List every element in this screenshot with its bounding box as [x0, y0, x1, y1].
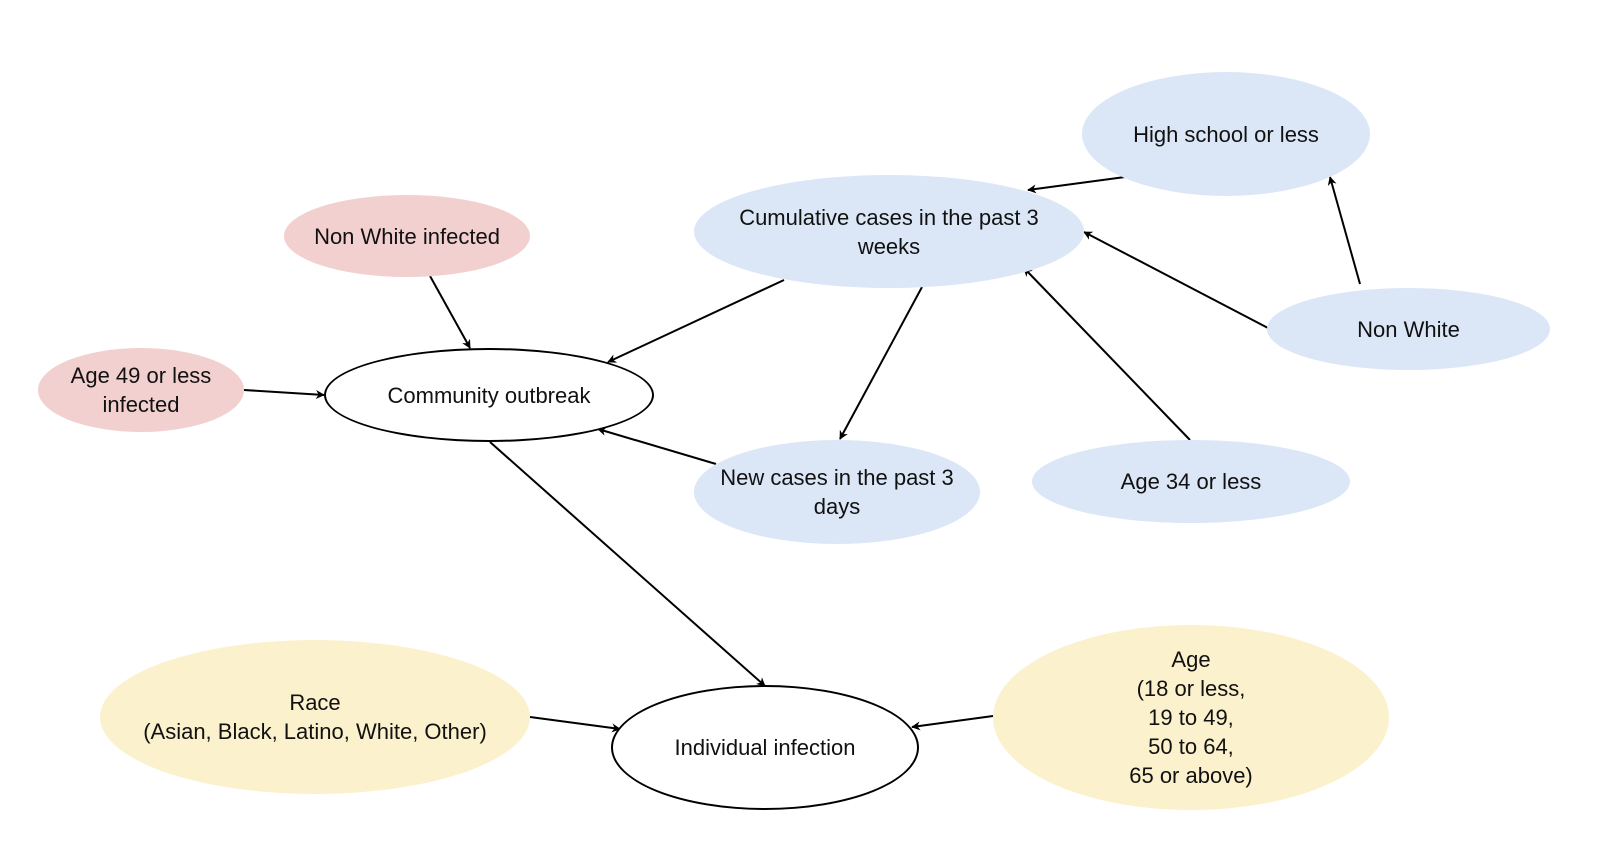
edge-age49-infected-to-community-outbreak: [243, 389, 325, 399]
node-new-cases: New cases in the past 3 days: [694, 440, 980, 544]
node-label: High school or less: [1133, 121, 1319, 147]
node-highschool: High school or less: [1082, 72, 1370, 196]
edge-age34-to-cumulative-cases: [1023, 267, 1191, 441]
edge-new-cases-to-community-outbreak: [597, 426, 717, 465]
edge-community-outbreak-to-individual-infection: [489, 441, 766, 687]
node-nonwhite: Non White: [1267, 288, 1550, 370]
edge-cumulative-cases-to-community-outbreak: [607, 279, 785, 363]
edge-race-to-individual-infection: [529, 716, 621, 733]
node-age: Age (18 or less, 19 to 49, 50 to 64, 65 …: [993, 625, 1389, 810]
node-label: Age 49 or less infected: [70, 363, 212, 417]
node-label: Individual infection: [674, 735, 856, 760]
node-nonwhite-infected: Non White infected: [284, 195, 530, 277]
edge-age-to-individual-infection: [911, 715, 994, 731]
node-label: Race (Asian, Black, Latino, White, Other…: [143, 690, 487, 744]
node-cumulative-cases: Cumulative cases in the past 3 weeks: [694, 175, 1084, 288]
node-label: Age 34 or less: [1120, 469, 1262, 494]
node-individual-infection: Individual infection: [611, 685, 919, 810]
node-community-outbreak: Community outbreak: [324, 348, 654, 442]
edge-nonwhite-infected-to-community-outbreak: [429, 275, 471, 349]
node-label: Community outbreak: [387, 382, 591, 408]
node-label: New cases in the past 3 days: [720, 465, 954, 519]
node-label: Non White infected: [314, 223, 500, 249]
node-label: Cumulative cases in the past 3 weeks: [739, 204, 1039, 259]
edge-highschool-to-cumulative-cases: [1027, 176, 1126, 194]
node-label: Non White: [1357, 316, 1460, 342]
node-age34: Age 34 or less: [1032, 440, 1350, 523]
edge-cumulative-cases-to-new-cases: [839, 286, 923, 440]
node-label: Age (18 or less, 19 to 49, 50 to 64, 65 …: [1129, 647, 1253, 788]
edge-nonwhite-to-cumulative-cases: [1083, 231, 1269, 329]
edge-nonwhite-to-highschool: [1327, 176, 1361, 285]
node-age49-infected: Age 49 or less infected: [38, 348, 244, 432]
node-race: Race (Asian, Black, Latino, White, Other…: [100, 640, 530, 794]
